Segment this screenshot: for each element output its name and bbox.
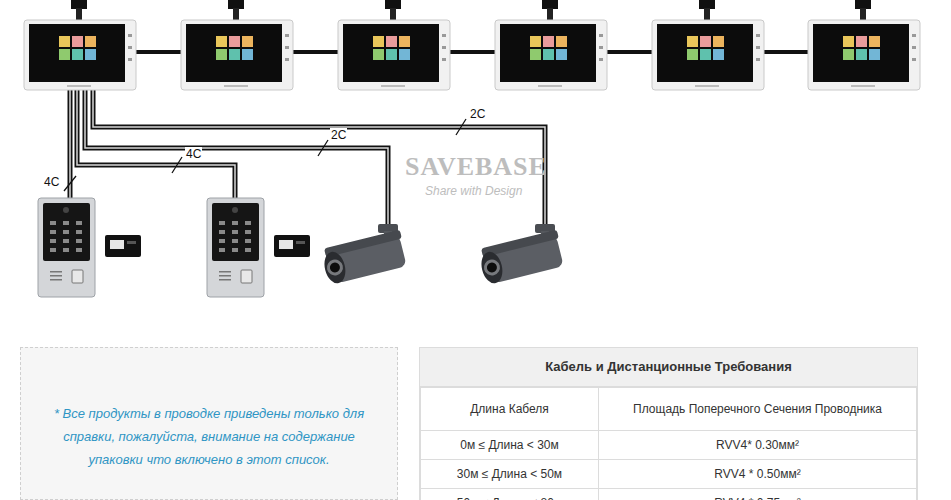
wire-tick	[172, 157, 182, 173]
door-station	[207, 198, 310, 297]
note-box: * Все продукты в проводке приведены толь…	[20, 347, 398, 500]
wire-tick	[456, 119, 466, 135]
indoor-monitor	[181, 0, 293, 90]
cell-text: 50м ≤ Длина < 80м	[457, 496, 562, 500]
table-row: Длина Кабеля Площадь Поперечного Сечения …	[421, 388, 917, 431]
table-cell: Площадь Поперечного Сечения Проводника	[599, 388, 917, 431]
cell-text: Длина Кабеля	[470, 402, 549, 416]
indoor-monitor	[652, 0, 764, 90]
table-cell: 0м ≤ Длина < 30м	[421, 431, 599, 460]
watermark: Share with Design	[425, 184, 522, 198]
table-cell: RVV4 * 0.50мм²	[599, 460, 917, 489]
wire-spec: 4C	[185, 147, 202, 161]
cell-text: 30м ≤ Длина < 50м	[457, 467, 562, 481]
indoor-monitor	[338, 0, 450, 90]
wire-core	[77, 90, 235, 200]
table-cell: Длина Кабеля	[421, 388, 599, 431]
wire-spec: 2C	[330, 128, 347, 142]
cctv-camera	[477, 224, 566, 285]
table-row: 0м ≤ Длина < 30м RVV4* 0.30мм²	[421, 431, 917, 460]
note-text: * Все продукты в проводке приведены толь…	[53, 402, 365, 471]
bus-wire	[764, 50, 809, 54]
indoor-monitor	[808, 0, 920, 90]
wire	[77, 90, 235, 200]
cell-text: RVV4* 0.30мм²	[716, 438, 799, 452]
cell-text: RVV4 * 0.50мм²	[714, 467, 800, 481]
cable-grid: Длина Кабеля Площадь Поперечного Сечения …	[420, 387, 917, 500]
wire-tick	[318, 140, 328, 156]
wire-spec: 2C	[469, 107, 486, 121]
table-cell: RVV4* 0.30мм²	[599, 431, 917, 460]
indoor-monitor	[495, 0, 607, 90]
bus-wire	[607, 50, 653, 54]
cell-text: 0м ≤ Длина < 30м	[460, 438, 559, 452]
watermark: SAVEBASE	[405, 152, 547, 182]
wire-tick	[64, 176, 76, 191]
cell-text: Площадь Поперечного Сечения Проводника	[633, 402, 882, 416]
bus-wire	[293, 50, 339, 54]
table-cell: 50м ≤ Длина < 80м	[421, 489, 599, 500]
cable-table: Кабель и Дистанционные ТребованияДлина К…	[419, 347, 918, 500]
table-row: 50м ≤ Длина < 80м RVV4 * 0.75мм²	[421, 489, 917, 500]
door-station	[38, 198, 141, 297]
wire-spec: 4C	[43, 175, 60, 189]
bus-wire	[450, 50, 496, 54]
table-row: 30м ≤ Длина < 50м RVV4 * 0.50мм²	[421, 460, 917, 489]
bus-wire	[136, 50, 182, 54]
cell-text: RVV4 * 0.75мм²	[714, 496, 800, 500]
table-cell: RVV4 * 0.75мм²	[599, 489, 917, 500]
table-cell: 30м ≤ Длина < 50м	[421, 460, 599, 489]
table-title: Кабель и Дистанционные Требования	[420, 348, 917, 387]
cctv-camera	[320, 224, 409, 285]
indoor-monitor	[24, 0, 136, 90]
